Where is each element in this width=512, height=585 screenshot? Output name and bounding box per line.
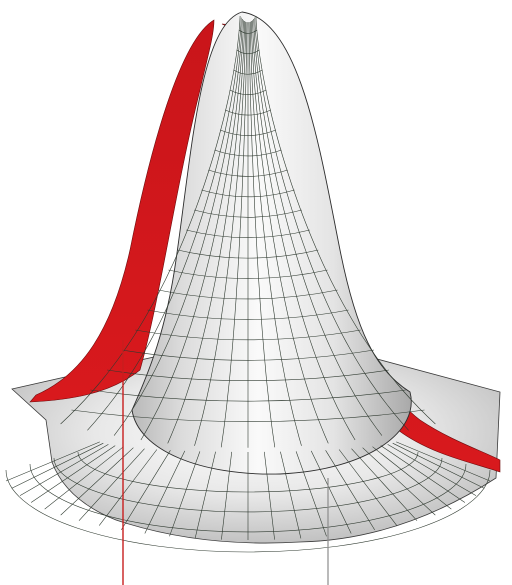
dome-surface: [132, 12, 411, 474]
